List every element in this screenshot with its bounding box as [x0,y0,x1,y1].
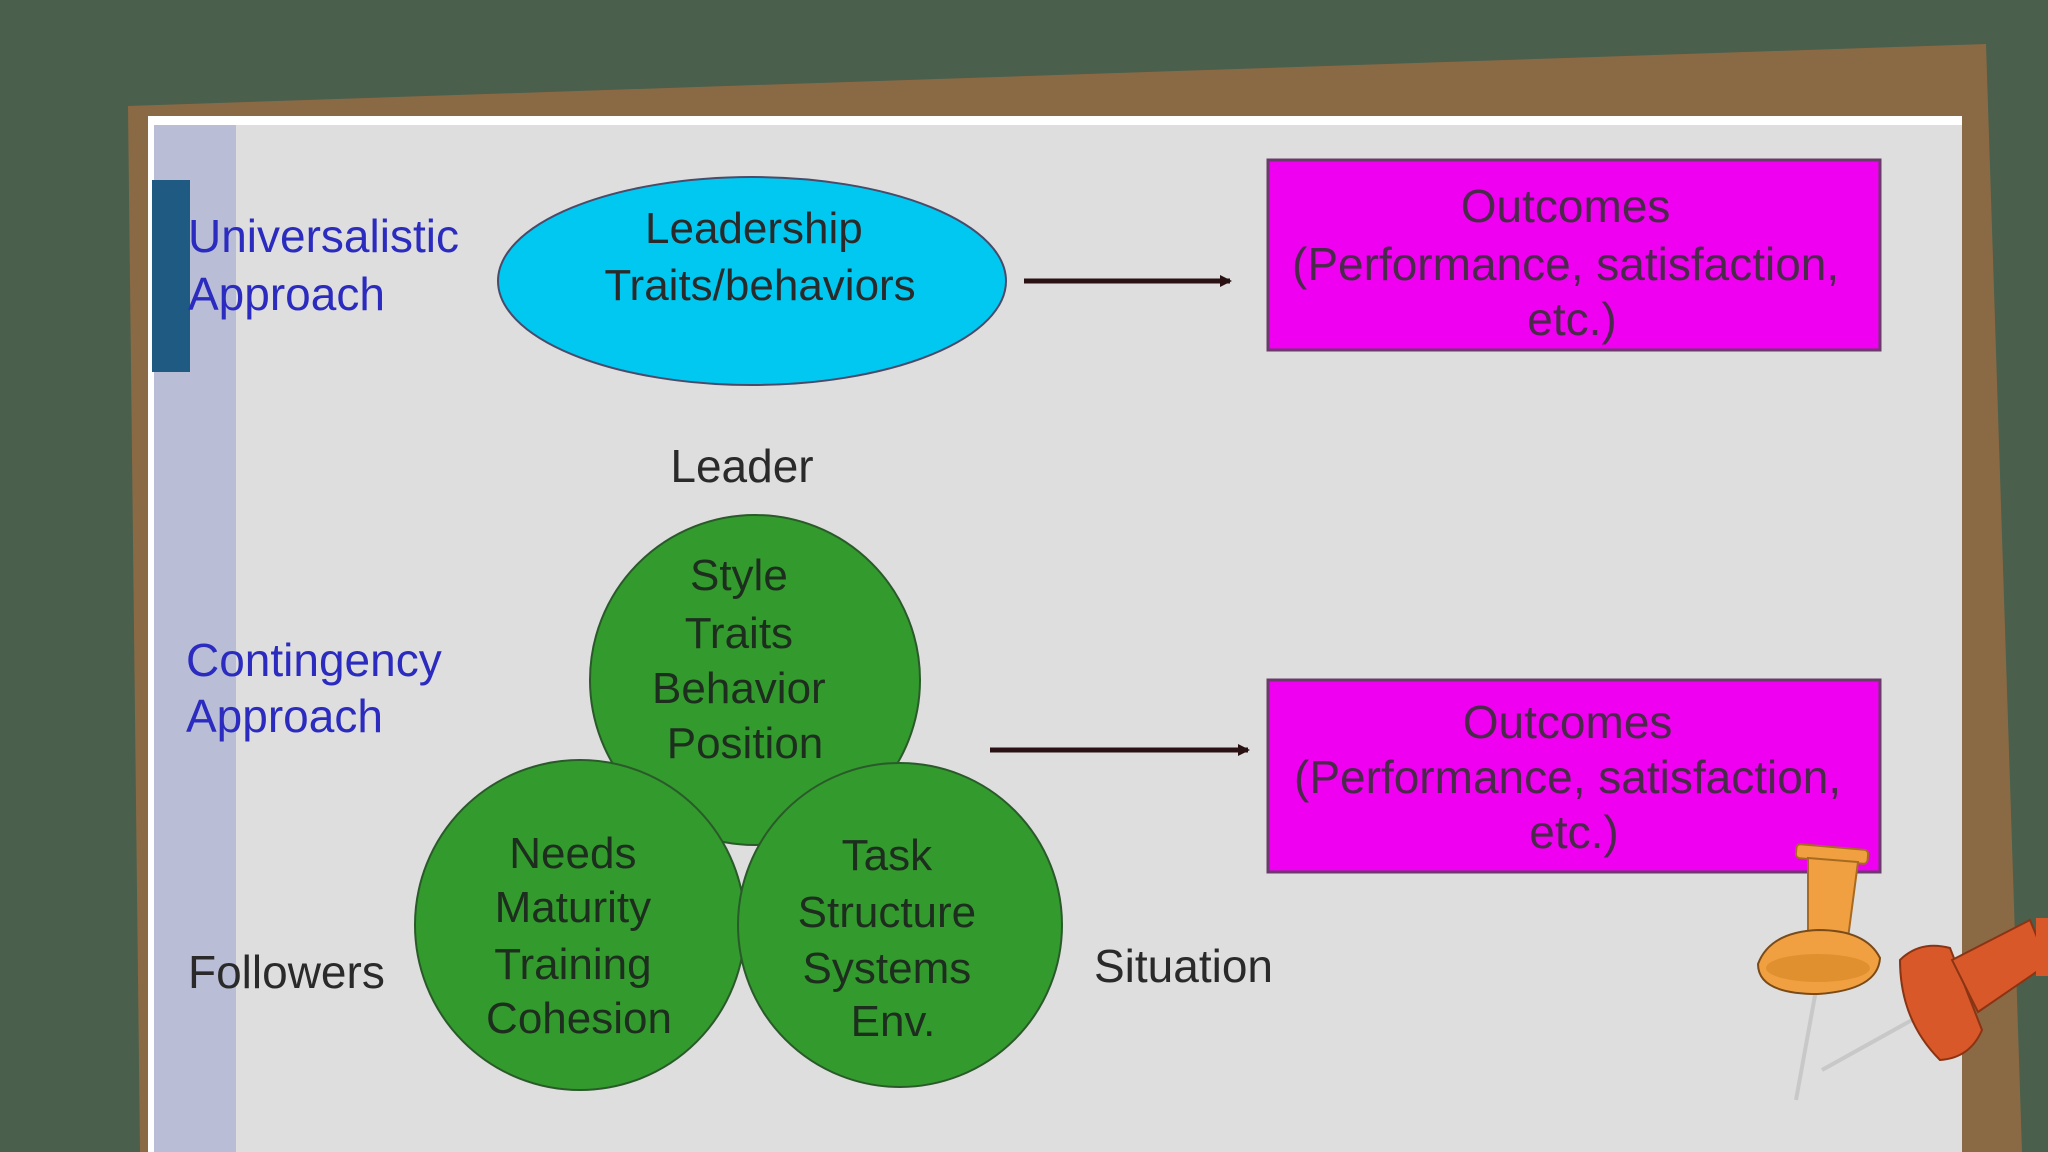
slide-left-border [148,116,154,1152]
outcome-box-top [1266,158,1882,352]
situation-circle [737,762,1063,1088]
followers-label: Followers [188,946,385,998]
leader-circle-text: Style Traits Behavior Position [652,551,838,768]
pushpin-icon [1821,918,2048,1072]
universalistic-approach-label: Universalistic Approach [188,210,472,320]
followers-circle-text: Needs Maturity Training Cohesion [486,829,672,1043]
pushpin-icon [1756,843,1882,1101]
leadership-ellipse-text: Leadership Traits/behaviors [604,204,915,310]
outcome-box-top-text: Outcomes (Performance, satisfaction, etc… [1292,180,1852,345]
situation-circle-text: Task Structure Systems Env. [798,831,989,1046]
contingency-approach-label: Contingency Approach [186,634,455,742]
slide-top-border [148,116,1962,125]
outcome-box-bottom-text: Outcomes (Performance, satisfaction, etc… [1294,696,1854,858]
outcome-box-bottom [1266,678,1882,874]
side-marker [152,180,190,372]
leader-circle [589,514,921,846]
situation-label: Situation [1094,940,1273,992]
leadership-ellipse [497,176,1007,386]
leader-label: Leader [670,440,813,492]
